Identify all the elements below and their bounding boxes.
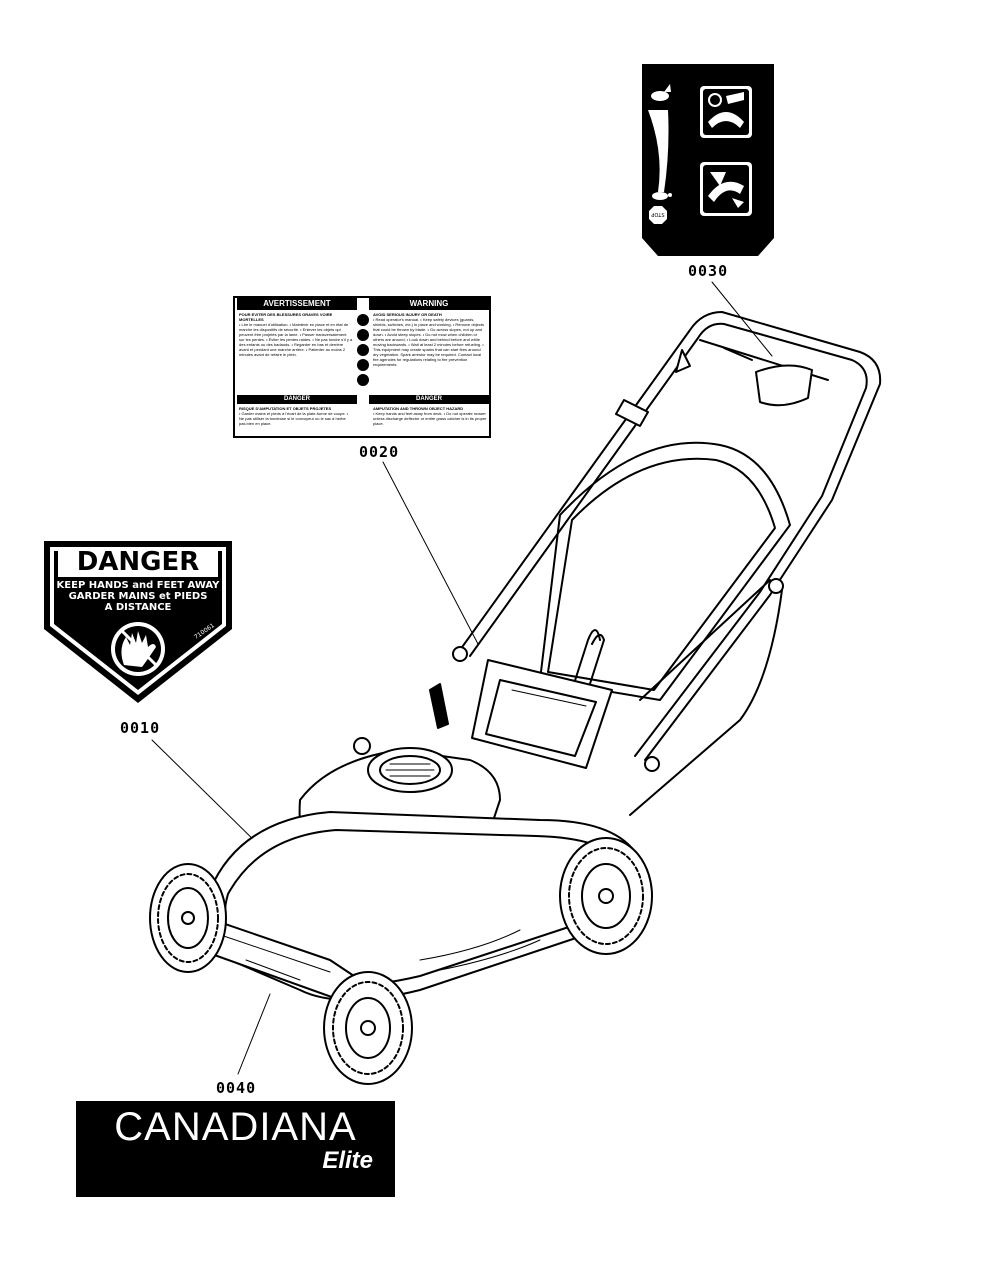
logo-sub: Elite <box>322 1147 373 1174</box>
warning-label: AVERTISSEMENT WARNING POUR EVITER DES BL… <box>233 296 491 438</box>
warning-pictograms <box>356 314 370 389</box>
warning-french-subtitle: POUR EVITER DES BLESSURES GRAVES VOIRE M… <box>239 312 333 322</box>
slope-icon <box>357 344 369 356</box>
warning-english-body: • Read operator's manual. • Keep safety … <box>373 317 485 367</box>
step-1-panel: 1 <box>700 162 764 216</box>
turtle-icon <box>652 192 672 200</box>
stop-icon: STOP <box>649 206 667 224</box>
part-number-0020: 0020 <box>359 443 400 461</box>
part-number-0030: 0030 <box>688 262 729 280</box>
part-number-0040: 0040 <box>216 1079 257 1097</box>
child-icon <box>357 359 369 371</box>
manual-icon <box>357 314 369 326</box>
fire-icon <box>357 374 369 386</box>
danger-english-text: AMPUTATION AND THROWN OBJECT HAZARD • Ke… <box>373 406 487 426</box>
danger-bar-french: DANGER <box>237 395 357 404</box>
danger-decal-line2: GARDER MAINS et PIEDS <box>68 591 208 602</box>
danger-bar-english: DANGER <box>369 395 489 404</box>
danger-french-text: RISQUE D'AMPUTATION ET OBJETS PROJETES •… <box>239 406 349 426</box>
svg-text:2: 2 <box>756 93 764 107</box>
danger-decal-text: KEEP HANDS and FEET AWAY GARDER MAINS et… <box>52 580 224 613</box>
rear-right-wheel <box>559 837 653 955</box>
danger-decal-title: DANGER <box>76 547 200 577</box>
hand-icon <box>120 629 158 667</box>
front-right-wheel <box>323 971 413 1085</box>
danger-decal-line3: A DISTANCE <box>104 602 172 613</box>
warning-english-column: AVOID SERIOUS INJURY OR DEATH • Read ope… <box>373 312 487 392</box>
front-left-wheel <box>149 863 227 973</box>
svg-text:1: 1 <box>756 169 764 183</box>
svg-text:STOP: STOP <box>651 211 664 217</box>
part-number-0010: 0010 <box>120 719 161 737</box>
logo-brand: CANADIANA <box>114 1105 357 1149</box>
throttle-decal: STOP 2 1 <box>642 64 774 256</box>
canadiana-logo-decal: CANADIANA Elite <box>76 1101 395 1197</box>
warning-header-french: AVERTISSEMENT <box>237 298 357 310</box>
warning-english-subtitle: AVOID SERIOUS INJURY OR DEATH <box>373 312 442 317</box>
warning-french-column: POUR EVITER DES BLESSURES GRAVES VOIRE M… <box>239 312 353 392</box>
warning-french-body: • Lire le manuel d'utilisation. • Mainte… <box>239 322 353 357</box>
thrown-object-icon <box>357 329 369 341</box>
step-2-panel: 2 <box>700 86 764 138</box>
danger-decal <box>44 541 232 703</box>
danger-decal-line1: KEEP HANDS and FEET AWAY <box>56 580 220 591</box>
rabbit-icon <box>651 84 671 101</box>
warning-header-english: WARNING <box>369 298 489 310</box>
